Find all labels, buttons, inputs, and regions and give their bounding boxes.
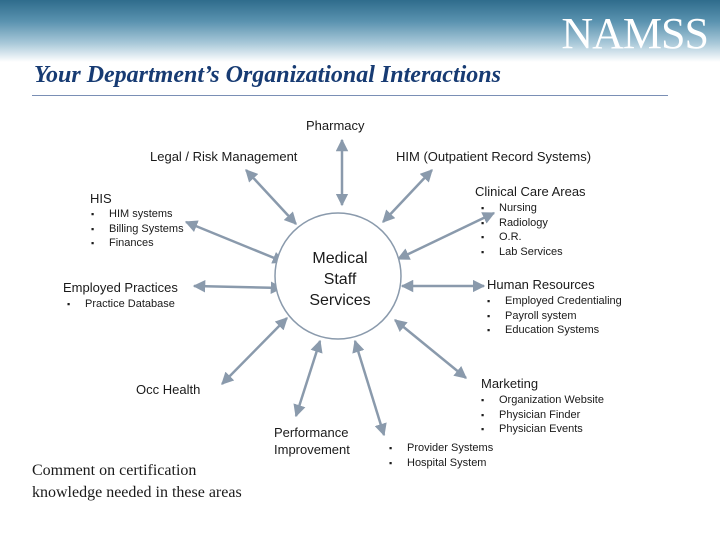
header-band [0, 0, 720, 62]
center-line-2: Staff [323, 271, 357, 288]
node-employed: Employed Practices [63, 280, 178, 295]
performance-line-1: Performance [274, 425, 349, 440]
list-item: Billing Systems [91, 222, 184, 237]
node-pharmacy: Pharmacy [306, 118, 365, 133]
node-clinical: Clinical Care Areas [475, 184, 586, 199]
hr-list: Employed Credentialing Payroll system Ed… [487, 294, 622, 338]
node-his: HIS [90, 191, 112, 206]
node-performance: Performance Improvement [274, 424, 350, 458]
list-item: Physician Events [481, 422, 604, 437]
list-item: Practice Database [67, 297, 175, 312]
list-item: Employed Credentialing [487, 294, 622, 309]
list-item: Nursing [481, 201, 563, 216]
arrow-employed [192, 280, 284, 294]
node-occ-health: Occ Health [136, 382, 201, 397]
list-item: Lab Services [481, 245, 563, 260]
center-node-label: Medical Staff Services [300, 248, 380, 311]
title-divider [32, 95, 668, 96]
list-item: Hospital System [389, 456, 493, 471]
arrow-occ-health [221, 317, 288, 385]
node-hr: Human Resources [487, 277, 595, 292]
list-item: Education Systems [487, 323, 622, 338]
list-item: Payroll system [487, 309, 622, 324]
list-item: Provider Systems [389, 441, 493, 456]
clinical-list: Nursing Radiology O.R. Lab Services [481, 201, 563, 259]
arrow-legal [245, 169, 297, 225]
provider-list: Provider Systems Hospital System [389, 441, 493, 470]
certification-comment: Comment on certification knowledge neede… [32, 462, 242, 501]
arrow-marketing [394, 319, 467, 379]
marketing-list: Organization Website Physician Finder Ph… [481, 393, 604, 437]
arrow-him [382, 169, 433, 223]
list-item: O.R. [481, 230, 563, 245]
arrow-clinical [396, 211, 496, 261]
node-legal: Legal / Risk Management [150, 149, 298, 164]
center-node-circle [274, 212, 402, 340]
arrow-his [184, 220, 286, 264]
namss-logo: NAMSS [561, 9, 709, 58]
employed-list: Practice Database [67, 297, 175, 312]
list-item: HIM systems [91, 207, 184, 222]
node-him: HIM (Outpatient Record Systems) [396, 149, 592, 164]
list-item: Radiology [481, 216, 563, 231]
page-title: Your Department’s Organizational Interac… [34, 62, 501, 88]
list-item: Finances [91, 236, 184, 251]
center-line-3: Services [309, 292, 371, 309]
node-marketing: Marketing [481, 376, 539, 391]
list-item: Organization Website [481, 393, 604, 408]
arrow-performance [293, 339, 323, 418]
arrow-provider [352, 339, 387, 437]
his-list: HIM systems Billing Systems Finances [91, 207, 184, 251]
list-item: Physician Finder [481, 408, 604, 423]
center-line-1: Medical [312, 250, 368, 267]
performance-line-2: Improvement [274, 442, 350, 457]
